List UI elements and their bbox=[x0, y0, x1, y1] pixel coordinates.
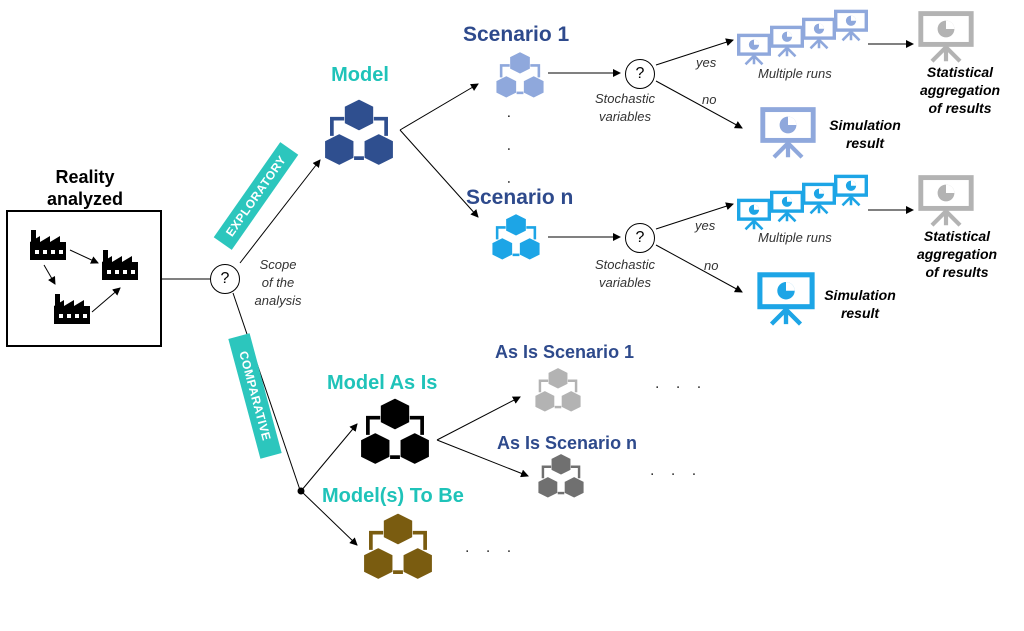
aggregation-label-line2: aggregation bbox=[916, 246, 998, 262]
network-cubes-icon bbox=[495, 51, 545, 98]
simulation-label-line2: result bbox=[840, 305, 880, 321]
model-to-be-dots: . . . bbox=[465, 539, 518, 556]
scope-question-circle: ? bbox=[210, 264, 240, 294]
presentation-chart-icon bbox=[802, 17, 836, 50]
factory-icon bbox=[102, 250, 138, 280]
stochastic-question-circle: ? bbox=[625, 223, 655, 253]
scope-label-line2: of the bbox=[261, 275, 295, 290]
simulation-label-line1: Simulation bbox=[829, 117, 901, 133]
aggregation-label-line1: Statistical bbox=[926, 64, 994, 80]
no-label: no bbox=[704, 258, 719, 273]
yes-label: yes bbox=[696, 55, 717, 70]
network-cubes-icon bbox=[359, 397, 431, 465]
aggregation-label-line2: aggregation bbox=[919, 82, 1001, 98]
presentation-chart-icon bbox=[918, 175, 974, 227]
multiple-runs-label: Multiple runs bbox=[758, 66, 832, 81]
reality-box bbox=[6, 210, 162, 347]
scenario-ellipsis: . . . bbox=[504, 114, 521, 197]
network-cubes-icon bbox=[537, 453, 585, 498]
multiple-runs-label: Multiple runs bbox=[758, 230, 832, 245]
presentation-chart-icon bbox=[802, 182, 836, 215]
scope-label-line1: Scope bbox=[259, 257, 297, 272]
network-cubes-icon bbox=[491, 213, 541, 260]
model-label: Model bbox=[331, 64, 389, 86]
aggregation-label-line3: of results bbox=[928, 100, 992, 116]
as-is-scenarion-dots: . . . bbox=[650, 462, 703, 479]
presentation-chart-icon bbox=[760, 107, 816, 159]
network-cubes-icon bbox=[362, 512, 434, 580]
factory-icon bbox=[54, 294, 90, 324]
stochastic-label-line1: Stochastic bbox=[595, 257, 655, 272]
aggregation-label-line3: of results bbox=[925, 264, 989, 280]
reality-title-line1: Reality bbox=[55, 167, 115, 187]
simulation-label-line2: result bbox=[845, 135, 885, 151]
scope-label-line3: analysis bbox=[254, 293, 302, 308]
presentation-chart-icon bbox=[757, 272, 815, 326]
presentation-chart-icon bbox=[770, 190, 804, 223]
yes-label: yes bbox=[695, 218, 716, 233]
model-as-is-label: Model As Is bbox=[327, 372, 438, 394]
as-is-scenarion-title: As Is Scenario n bbox=[497, 433, 638, 453]
aggregation-label-line1: Statistical bbox=[923, 228, 991, 244]
as-is-scenario1-title: As Is Scenario 1 bbox=[495, 342, 635, 362]
stochastic-question-circle: ? bbox=[625, 59, 655, 89]
scenarion-title: Scenario n bbox=[466, 186, 574, 209]
presentation-chart-icon bbox=[737, 198, 771, 231]
presentation-chart-icon bbox=[834, 9, 868, 42]
stochastic-label-line1: Stochastic bbox=[595, 91, 655, 106]
stochastic-label-line2: variables bbox=[598, 109, 652, 124]
network-cubes-icon bbox=[323, 98, 395, 166]
network-cubes-icon bbox=[534, 367, 582, 412]
presentation-chart-icon bbox=[834, 174, 868, 207]
reality-title-line2: analyzed bbox=[46, 189, 124, 209]
presentation-chart-icon bbox=[737, 33, 771, 66]
simulation-label-line1: Simulation bbox=[824, 287, 896, 303]
model-to-be-label: Model(s) To Be bbox=[322, 485, 464, 507]
stochastic-label-line2: variables bbox=[598, 275, 652, 290]
as-is-scenario1-dots: . . . bbox=[655, 375, 708, 392]
factory-icon bbox=[30, 230, 66, 260]
no-label: no bbox=[702, 92, 717, 107]
scenario1-title: Scenario 1 bbox=[463, 23, 570, 46]
presentation-chart-icon bbox=[770, 25, 804, 58]
presentation-chart-icon bbox=[918, 11, 974, 63]
